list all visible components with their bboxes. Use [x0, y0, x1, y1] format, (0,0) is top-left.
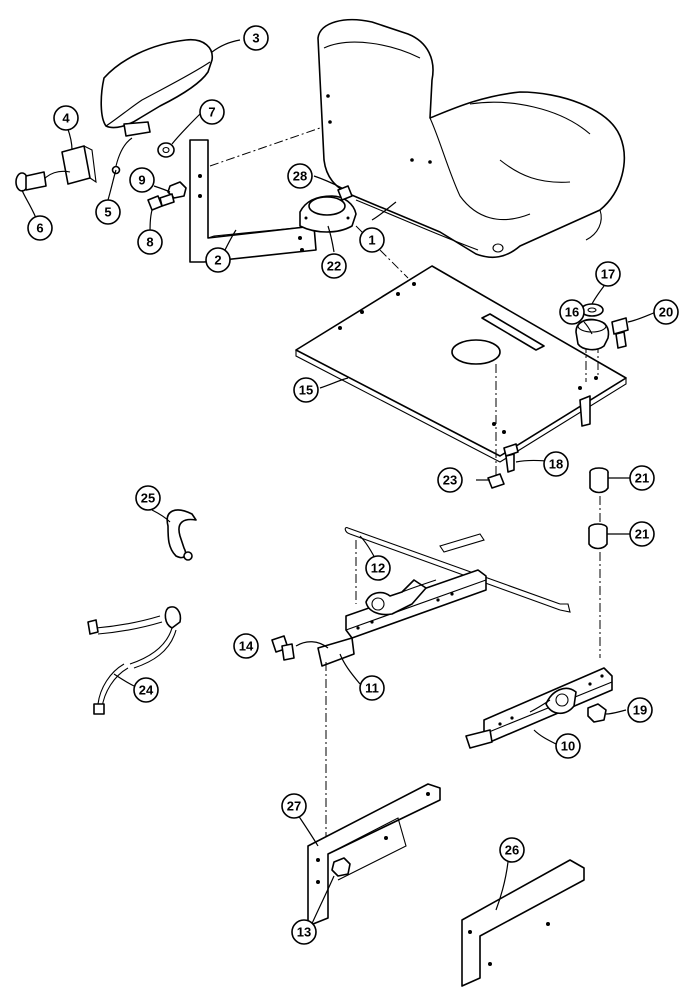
callout-label: 25 [141, 491, 155, 506]
callout-19: 19 [627, 697, 653, 723]
callout-21-upper: 21 [629, 465, 655, 491]
control-rod [344, 527, 571, 613]
callout-label: 23 [443, 473, 457, 488]
seat-slide-rail-right [465, 667, 613, 749]
seat-cushion [317, 18, 626, 259]
rubber-isolator [575, 318, 610, 351]
callout-23: 23 [437, 467, 463, 493]
callout-9: 9 [129, 167, 155, 193]
seat-switch [299, 195, 357, 233]
plate-bolt-top [611, 317, 629, 349]
spacer-lower [588, 523, 608, 550]
spacer-upper [589, 467, 609, 494]
callout-3: 3 [243, 25, 269, 51]
callout-20: 20 [653, 299, 679, 325]
callout-21-lower: 21 [629, 521, 655, 547]
wiring-harness [87, 606, 182, 715]
rail-nut [587, 703, 607, 723]
bolt [147, 193, 175, 211]
callout-6: 6 [27, 215, 53, 241]
seat-mounting-plate [295, 265, 627, 463]
callout-18: 18 [543, 451, 569, 477]
callout-label: 15 [299, 383, 313, 398]
callout-label: 18 [549, 457, 563, 472]
callout-label: 12 [371, 561, 385, 576]
callout-25: 25 [135, 485, 161, 511]
callout-28: 28 [287, 163, 313, 189]
callout-label: 3 [252, 31, 259, 46]
callout-label: 21 [635, 527, 649, 542]
armrest [100, 38, 213, 137]
plate-screw-long [503, 443, 519, 473]
callout-label: 22 [327, 259, 341, 274]
callout-10: 10 [555, 733, 581, 759]
callout-label: 13 [297, 925, 311, 940]
plate-screw-short [487, 473, 505, 489]
callout-label: 16 [565, 305, 579, 320]
bracket-nut [331, 857, 351, 877]
callout-label: 11 [365, 681, 379, 696]
callout-label: 17 [601, 267, 615, 282]
callout-label: 9 [138, 173, 145, 188]
callout-label: 4 [62, 111, 70, 126]
callout-5: 5 [95, 199, 121, 225]
callout-label: 27 [287, 799, 301, 814]
armrest-bracket [39, 145, 97, 185]
callout-16: 16 [559, 299, 585, 325]
callout-label: 14 [239, 639, 254, 654]
callout-label: 8 [146, 235, 153, 250]
callout-12: 12 [365, 555, 391, 581]
small-screw [111, 137, 133, 175]
callout-label: 2 [214, 253, 221, 268]
callout-7: 7 [199, 99, 225, 125]
callout-label: 6 [36, 221, 43, 236]
callout-1: 1 [359, 227, 385, 253]
callout-label: 7 [208, 105, 215, 120]
switch-screw [337, 185, 353, 201]
callout-11: 11 [359, 675, 385, 701]
rubber-strap [166, 509, 197, 561]
callout-24: 24 [133, 677, 159, 703]
callout-2: 2 [205, 247, 231, 273]
callout-17: 17 [595, 261, 621, 287]
armrest-support-bar [189, 139, 317, 263]
callout-15: 15 [293, 377, 319, 403]
washer [157, 142, 175, 158]
callout-14: 14 [233, 633, 259, 659]
callout-8: 8 [137, 229, 163, 255]
callout-label: 24 [139, 683, 154, 698]
screw [15, 171, 47, 192]
callout-22: 22 [321, 253, 347, 279]
callout-label: 20 [659, 305, 673, 320]
seat-slide-rail-left [317, 533, 487, 667]
callout-4: 4 [53, 105, 79, 131]
callout-label: 21 [635, 471, 649, 486]
mounting-bracket-right [461, 859, 585, 987]
plate-screw-right [579, 395, 591, 427]
callout-26: 26 [499, 837, 525, 863]
callout-27: 27 [281, 793, 307, 819]
callout-label: 10 [561, 739, 575, 754]
callout-label: 5 [104, 205, 111, 220]
callout-13: 13 [291, 919, 317, 945]
callout-label: 19 [633, 703, 647, 718]
mounting-bracket-left [307, 783, 441, 927]
rail-bolt [271, 635, 295, 661]
callout-label: 26 [505, 843, 519, 858]
callout-label: 1 [368, 233, 375, 248]
callout-label: 28 [293, 169, 307, 184]
